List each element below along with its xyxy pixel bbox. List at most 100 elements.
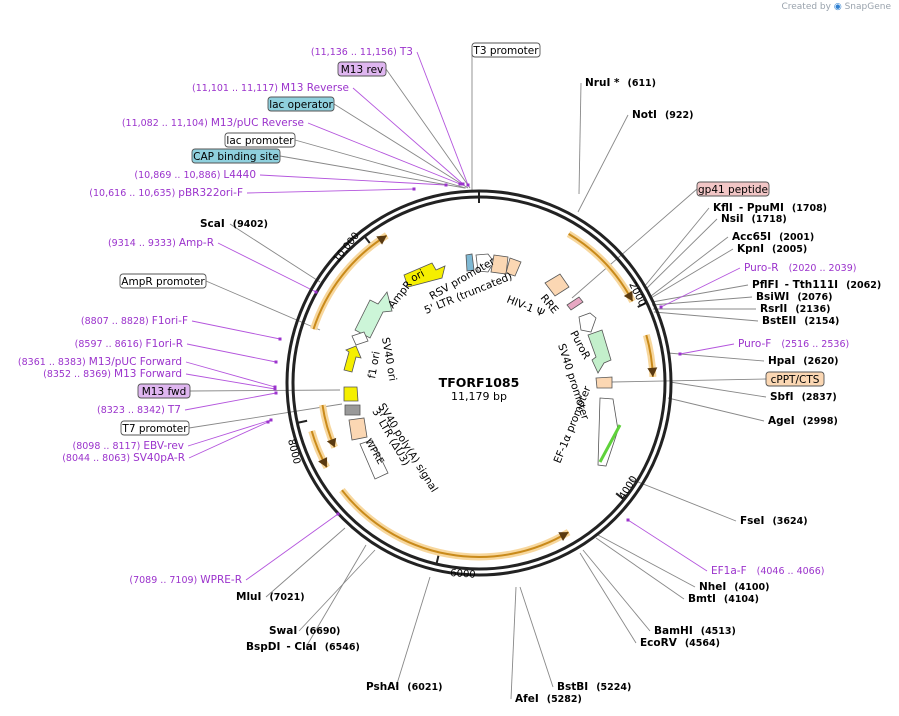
enzyme-label-2[interactable]: KflI- PpuMI(1708) xyxy=(713,202,827,214)
primer-label-3[interactable]: (10,869 .. 10,886) L4440 xyxy=(134,169,256,181)
primer-range-3: (10,869 .. 10,886) xyxy=(134,170,223,181)
primer-label-10[interactable]: (8323 .. 8342) T7 xyxy=(97,404,181,416)
primer-label-0[interactable]: (11,136 .. 11,156) T3 xyxy=(311,46,413,58)
enzyme-label-18[interactable]: BstBI(5224) xyxy=(557,681,631,693)
primer-label-5[interactable]: (9314 .. 9333) Amp-R xyxy=(108,237,214,249)
enzyme-label-23[interactable]: MluI(7021) xyxy=(236,591,305,603)
hiv-psi-shape xyxy=(505,257,522,277)
leader-line xyxy=(651,284,749,303)
feature-box-label-4: CAP binding site xyxy=(193,151,279,163)
enzyme-pos-3: (1718) xyxy=(752,214,787,225)
leader-line xyxy=(667,352,765,362)
primer-label-1[interactable]: (11,101 .. 11,117) M13 Reverse xyxy=(192,82,349,94)
enzyme-extra-2: - PpuMI xyxy=(739,202,784,214)
primer-label-9[interactable]: (8352 .. 8369) M13 Forward xyxy=(43,368,182,380)
feature-box-1[interactable] xyxy=(337,61,387,77)
primer-label-4[interactable]: (10,616 .. 10,635) pBR322ori-F xyxy=(89,187,243,199)
feature-box-label-3: lac promoter xyxy=(226,135,294,147)
leader-line xyxy=(650,248,734,299)
leader-line xyxy=(279,155,466,189)
tick-mark-1 xyxy=(615,492,625,501)
feature-box-8[interactable] xyxy=(120,420,190,436)
leader-line xyxy=(571,188,698,299)
enzyme-label-7[interactable]: BsiWI(2076) xyxy=(756,291,832,303)
primer-name-9: M13 Forward xyxy=(114,368,182,380)
leader-line xyxy=(188,421,269,459)
outer-labels: NruI *(611) NotI(922) KflI- PpuMI(1708)Nsi… xyxy=(18,42,881,705)
enzyme-label-12[interactable]: AgeI(2998) xyxy=(768,415,838,427)
feature-box-0[interactable] xyxy=(471,42,541,58)
snapgene-credit: Created by ◉ SnapGene xyxy=(781,2,891,12)
feature-shapes xyxy=(343,253,622,480)
enzyme-label-4[interactable]: Acc65I(2001) xyxy=(732,231,814,243)
leader-line xyxy=(416,51,469,186)
enzyme-label-22[interactable]: SwaI(6690) xyxy=(269,625,340,637)
enzyme-label-11[interactable]: SbfI(2837) xyxy=(770,391,837,403)
primer-name-4: pBR322ori-F xyxy=(178,187,243,199)
feature-box-label-9: cPPT/CTS xyxy=(771,374,820,386)
ori-label: ori xyxy=(409,268,427,285)
enzyme-label-9[interactable]: BstEII(2154) xyxy=(762,315,839,327)
feature-box-4[interactable] xyxy=(191,148,281,164)
primer-label-2[interactable]: (11,082 .. 11,104) M13/pUC Reverse xyxy=(122,117,304,129)
tick-mark-4 xyxy=(363,235,372,245)
orf-arrow-5 xyxy=(376,235,387,245)
enzyme-label-10[interactable]: HpaI(2620) xyxy=(768,355,838,367)
primer-label-8[interactable]: (8361 .. 8383) M13/pUC Forward xyxy=(18,356,182,368)
tick-label-3: 8000 xyxy=(285,438,302,465)
enzyme-label-14[interactable]: NheI(4100) xyxy=(699,581,769,593)
tick-mark-0 xyxy=(637,301,648,308)
credit-prefix: Created by xyxy=(781,2,831,12)
enzyme-label-17[interactable]: EcoRV(4564) xyxy=(640,637,720,649)
enzyme-label-20[interactable]: PshAI(6021) xyxy=(366,681,442,693)
feature-box-9[interactable] xyxy=(765,371,825,387)
feature-box-5[interactable] xyxy=(696,181,770,197)
enzyme-label-0[interactable]: NruI *(611) xyxy=(585,77,656,89)
primer-label-14[interactable]: Puro-R(2020 .. 2039) xyxy=(744,262,856,274)
primer-label-11[interactable]: (8098 .. 8117) EBV-rev xyxy=(72,440,184,452)
enzyme-pos-23: (7021) xyxy=(269,592,304,603)
leader-line xyxy=(660,267,741,308)
primer-label-15[interactable]: Puro-F(2516 .. 2536) xyxy=(738,338,849,350)
primer-range-13: (7089 .. 7109) xyxy=(129,575,200,586)
ltr3-shape xyxy=(348,417,368,441)
enzyme-label-24[interactable]: ScaI(9402) xyxy=(200,218,268,230)
enzyme-label-15[interactable]: BmtI(4104) xyxy=(688,593,759,605)
enzyme-label-3[interactable]: NsiI(1718) xyxy=(721,213,787,225)
enzyme-label-6[interactable]: PflFI- Tth111I(2062) xyxy=(752,279,881,291)
enzyme-label-1[interactable]: NotI(922) xyxy=(632,109,693,121)
leader-line xyxy=(294,139,467,189)
primer-label-7[interactable]: (8597 .. 8616) F1ori-R xyxy=(75,338,183,350)
leader-line xyxy=(611,378,767,383)
enzyme-pos-21: (6546) xyxy=(325,642,360,653)
primer-label-6[interactable]: (8807 .. 8828) F1ori-F xyxy=(81,315,188,327)
enzyme-label-19[interactable]: AfeI(5282) xyxy=(515,693,582,705)
feature-box-label-1: M13 rev xyxy=(341,64,384,76)
enzyme-pos-13: (3624) xyxy=(772,516,807,527)
enzyme-label-16[interactable]: BamHI(4513) xyxy=(654,625,736,637)
primer-marker-11 xyxy=(269,418,273,422)
feature-box-6[interactable] xyxy=(119,273,207,289)
primer-label-13[interactable]: (7089 .. 7109) WPRE-R xyxy=(129,574,242,586)
primer-range-12: (8044 .. 8063) xyxy=(62,453,133,464)
enzyme-label-21[interactable]: BspDI- ClaI(6546) xyxy=(246,641,360,653)
primer-marker-16 xyxy=(626,518,630,522)
leader-line xyxy=(265,527,346,598)
feature-box-3[interactable] xyxy=(224,132,296,148)
feature-box-2[interactable] xyxy=(267,96,335,112)
credit-brand: SnapGene xyxy=(844,2,891,12)
snapgene-logo-icon: ◉ xyxy=(833,2,842,12)
primer-label-16[interactable]: EF1a-F(4046 .. 4066) xyxy=(711,565,824,577)
leader-line xyxy=(245,513,339,581)
leader-line xyxy=(653,311,759,322)
plasmid-length: 11,179 bp xyxy=(451,390,507,403)
enzyme-label-8[interactable]: RsrII(2136) xyxy=(760,303,830,315)
enzyme-label-5[interactable]: KpnI(2005) xyxy=(737,243,807,255)
orf-arcs xyxy=(308,230,658,561)
feature-box-label-7: M13 fwd xyxy=(142,386,187,398)
primer-label-12[interactable]: (8044 .. 8063) SV40pA-R xyxy=(62,452,185,464)
primer-range-11: (8098 .. 8117) xyxy=(72,441,143,452)
enzyme-label-13[interactable]: FseI(3624) xyxy=(740,515,808,527)
feature-box-7[interactable] xyxy=(137,383,191,399)
tick-mark-2 xyxy=(435,554,440,565)
